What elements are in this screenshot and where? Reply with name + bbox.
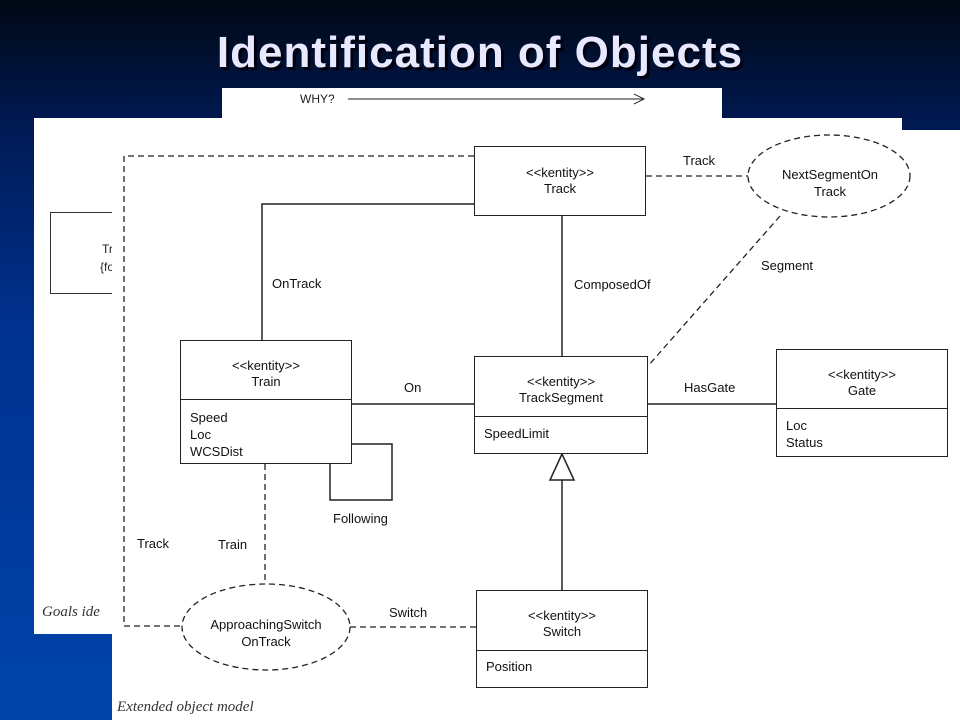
gate-attr-loc: Loc: [786, 418, 807, 433]
train-attr-speed: Speed: [190, 410, 228, 425]
nextsegment-relationship[interactable]: NextSegmentOn Track: [760, 166, 900, 200]
why-label: WHY?: [300, 92, 335, 106]
tracksegment-attr-speedlimit: SpeedLimit: [484, 426, 550, 441]
nextsegment-ellipse: [747, 134, 911, 218]
train-stereotype: <<kentity>>: [232, 358, 300, 373]
why-arrow-icon: [348, 93, 646, 105]
switch-stereotype: <<kentity>>: [528, 608, 596, 623]
switch-attr-position: Position: [486, 659, 533, 674]
train-attr-wcsdist: WCSDist: [190, 444, 243, 459]
generalization-triangle-icon: [548, 452, 576, 481]
approaching-text-2: OnTrack: [241, 634, 291, 649]
background-class-box: [50, 212, 116, 294]
class-tracksegment[interactable]: <<kentity>> TrackSegment SpeedLimit: [474, 356, 648, 454]
label-following: Following: [333, 511, 388, 526]
track-name: Track: [543, 181, 577, 196]
background-caption: Goals ide: [42, 604, 100, 620]
gate-name: Gate: [847, 383, 877, 398]
label-track-role-left: Track: [137, 536, 170, 551]
following-line: [329, 443, 393, 501]
background-box-text-2: {fo: [100, 260, 115, 274]
nextsegment-text-1: NextSegmentOn: [781, 167, 879, 182]
class-track[interactable]: <<kentity>> Track: [474, 146, 646, 216]
approaching-text-1: ApproachingSwitch: [210, 617, 322, 632]
background-box-text-1: Tr: [102, 242, 113, 256]
train-name: Train: [251, 374, 281, 389]
class-switch[interactable]: <<kentity>> Switch Position: [476, 590, 648, 688]
train-attr-loc: Loc: [190, 427, 211, 442]
label-on: On: [404, 380, 422, 395]
label-hasgate: HasGate: [684, 380, 736, 395]
gate-attr-status: Status: [786, 435, 823, 450]
diagram-caption: Extended object model: [117, 699, 254, 715]
why-strip-panel: [222, 88, 722, 120]
approaching-track-line: [123, 155, 474, 627]
approaching-ellipse: [181, 583, 351, 671]
label-composedof: ComposedOf: [574, 277, 651, 292]
slide-title: Identification of Objects: [216, 28, 744, 77]
class-train[interactable]: <<kentity>> Train Speed Loc WCSDist: [180, 340, 352, 464]
tracksegment-stereotype: <<kentity>>: [527, 374, 595, 389]
tracksegment-name: TrackSegment: [518, 390, 604, 405]
ontrack-line: [261, 203, 474, 340]
class-gate[interactable]: <<kentity>> Gate Loc Status: [776, 349, 948, 457]
approaching-relationship[interactable]: ApproachingSwitch OnTrack: [190, 616, 342, 650]
switch-name: Switch: [542, 624, 582, 639]
track-stereotype: <<kentity>>: [526, 165, 594, 180]
label-ontrack: OnTrack: [272, 276, 322, 291]
label-track-role-top: Track: [683, 153, 716, 168]
label-switch-role: Switch: [389, 605, 428, 620]
nextsegment-segment-line: [647, 215, 781, 367]
gate-stereotype: <<kentity>>: [828, 367, 896, 382]
label-train-role: Train: [218, 537, 248, 552]
label-segment-role: Segment: [761, 258, 814, 273]
nextsegment-text-2: Track: [813, 184, 847, 199]
